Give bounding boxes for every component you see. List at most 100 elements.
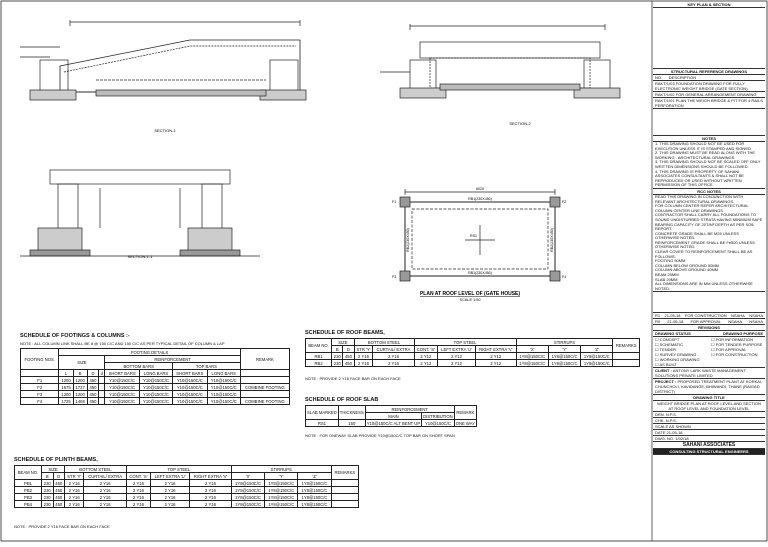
revision-by: NSAHA [728,319,743,325]
plinth-cell-no: PB4 [14,500,42,508]
roofslab-note: NOTE : FOR ONEWAY SLAB PROVIDE Y10@150C/… [305,433,455,438]
date-label: DATE [655,430,666,436]
roofbeams-title: SCHEDULE OF ROOF BEAMS, [305,330,385,336]
section-1-drawing [20,20,307,101]
roofbeams-h-size: SIZE [331,338,355,346]
dwgno-value: 1/02/18 [675,436,689,442]
roofbeams-cell-no: RB2 [304,359,333,367]
date-value: 21-05-18 [666,430,683,436]
plinth-cell-left: 2 Y16 [150,479,191,487]
footings-cell-lt: Y10@150C/C [206,397,241,405]
plan-beam-bottom: RB1(230X450) [468,271,492,275]
project-label: PROJECT : [655,379,677,385]
plinth-cell-y: 1Y8@150C/C [264,486,299,494]
footings-cell-B: 1200 [72,376,88,384]
plinth-cell-x: 1Y8@150C/C [230,486,266,494]
footings-cell-no: F3 [19,390,60,398]
plinth-cell-cont: 2 Y16 [125,493,152,501]
status-label: SURVEY DRAWING [659,352,697,358]
notes-item: 2. THIS DRAWING MUST BE READ ALONG WITH … [655,150,756,160]
plinth-h-left: LEFT EXTRA 'U' [150,472,191,480]
roofbeams-cell-y: 1Y8@150C/C [547,352,582,360]
plinth-h-x: 'X' [230,472,266,480]
roofbeams-h-top: TOP STEEL [413,338,517,346]
notes-item: 3. THIS DRAWING SHOULD NOT BE SCALED OFF… [655,159,761,169]
footings-cell-B: 1200 [72,390,88,398]
roofbeams-cell-B: 230 [331,359,344,367]
scale-value: AS SHOWN [669,424,691,430]
footings-cell-lt: Y10@150C/C [206,390,241,398]
plinth-cell-right: 2 Y16 [189,479,232,487]
roofbeams-cell-str: 2 Y16 [353,352,374,360]
footings-h-details: FOOTING DETAILS [58,348,241,356]
roofbeams-h-str: STR 'Y' [353,345,374,353]
roofslab-h-remark: REMARK [453,405,478,420]
roofbeams-h-bottom: BOTTOM STEEL [353,338,415,346]
roofbeams-h-no: BEAM NO. [304,338,333,353]
plinth-cell-right: 2 Y16 [189,486,232,494]
revision-chk: NSAHA [749,313,763,319]
plan-slab-mark: RS1 [470,234,477,238]
plinth-h-cont: CONT. 'S' [125,472,152,480]
plinth-cell-remarks [330,486,360,494]
plinth-h-size: SIZE [41,465,65,473]
status-label: AS BUILT [659,362,677,368]
footings-cell-no: F4 [19,397,60,405]
status-item: ☐ TENDER [653,347,709,352]
roofslab-table: SLAB MARKED THICKNESS REINFORCEMENT REMA… [305,405,478,427]
roofslab-h-thick: THICKNESS [337,405,366,420]
footings-cell-B: 1727 [72,383,88,391]
plan-beam-right: RB2(230X450) [550,228,554,252]
plinth-cell-B: 230 [41,486,54,494]
plinth-cell-cont: 2 Y16 [125,479,152,487]
purpose-label: FOR CONSTRUCTION [715,352,758,358]
plinth-h-curt: CURTAIL/ EXTRA [83,472,127,480]
rcc-notes-item: CLEAR COVER TO REINFORCEMENT SHALL BE AS… [655,249,753,259]
refs-list: RAKT/1/03 FOUNDATION DRAWING FOR FULLY E… [653,81,765,109]
firm-sub: CONSULTING STRUCTURAL ENGINEERS [653,449,765,456]
plinth-cell-curt: 2 Y16 [83,493,127,501]
status-list: ☐ CONCEPT☐ SCHEMATIC☐ TENDER☐ SURVEY DRA… [653,337,709,367]
plinth-cell-D: 450 [52,500,65,508]
purpose-label: FOR TENDER PURPOSE [715,342,763,348]
roofbeams-cell-right: 2 Y12 [474,359,517,367]
plinth-table: BEAM NO. SIZE BOTTOM STEEL TOP STEEL STI… [14,465,360,508]
plinth-h-z: 'Z' [297,472,332,480]
plinth-note: NOTE : PROVIDE 2 Y16 FACE BAR ON EACH FA… [14,524,110,529]
footings-h-short-b: SHORT BARS [104,369,140,377]
footings-cell-D: 450 [86,376,100,384]
plan-col-tl: F1 [392,200,396,204]
footings-cell-D: 450 [86,390,100,398]
plinth-cell-B: 230 [41,493,54,501]
footings-cell-st: Y10@150C/C [172,383,208,391]
rcc-list: READ THIS DRAWING IN CONJUNCTION WITH RE… [653,194,765,293]
plinth-cell-str: 2 Y16 [63,486,85,494]
purpose-list: ☐ FOR INFORMATION☐ FOR TENDER PURPOSE☐ F… [709,337,765,367]
roofbeams-cell-remarks [612,352,640,360]
rcc-notes-item: ALL DIMENSIONS ARE IN MM UNLESS OTHERWIS… [655,281,753,291]
rcc-notes-item: CONTRACTOR SHALL CARRY ALL FOUNDATIONS T… [655,212,763,232]
purpose-item: ☐ FOR INFORMATION [709,337,765,342]
roofslab-cell-remark: ONE WAY [453,419,478,427]
revision-date: 21-05-18 [667,319,684,325]
ref-no: RAKT/1/03 [655,81,675,86]
client-name: ANTONY LARK WASTE MANAGEMENT SOLUTIONS P… [655,368,746,379]
roofbeams-cell-curt: 2 Y16 [372,352,415,360]
section-1-1-label: SECTION-1-1 [128,254,154,259]
footings-cell-st: Y10@150C/C [172,390,208,398]
plinth-cell-no: PB1 [14,479,42,487]
plinth-cell-curt: 2 Y16 [83,479,127,487]
plinth-cell-z: 1Y8@150C/C [297,486,332,494]
revision-by: NSAHA [731,313,745,319]
drn-row: DRN. N.P.S. [653,412,765,419]
plinth-h-B: B [41,472,54,480]
plinth-cell-left: 2 Y16 [150,493,191,501]
status-item: ☐ SCHEMATIC [653,342,709,347]
firm-name: SAHANI ASSOCIATES [653,442,765,450]
footings-cell-L: 1725 [58,397,74,405]
